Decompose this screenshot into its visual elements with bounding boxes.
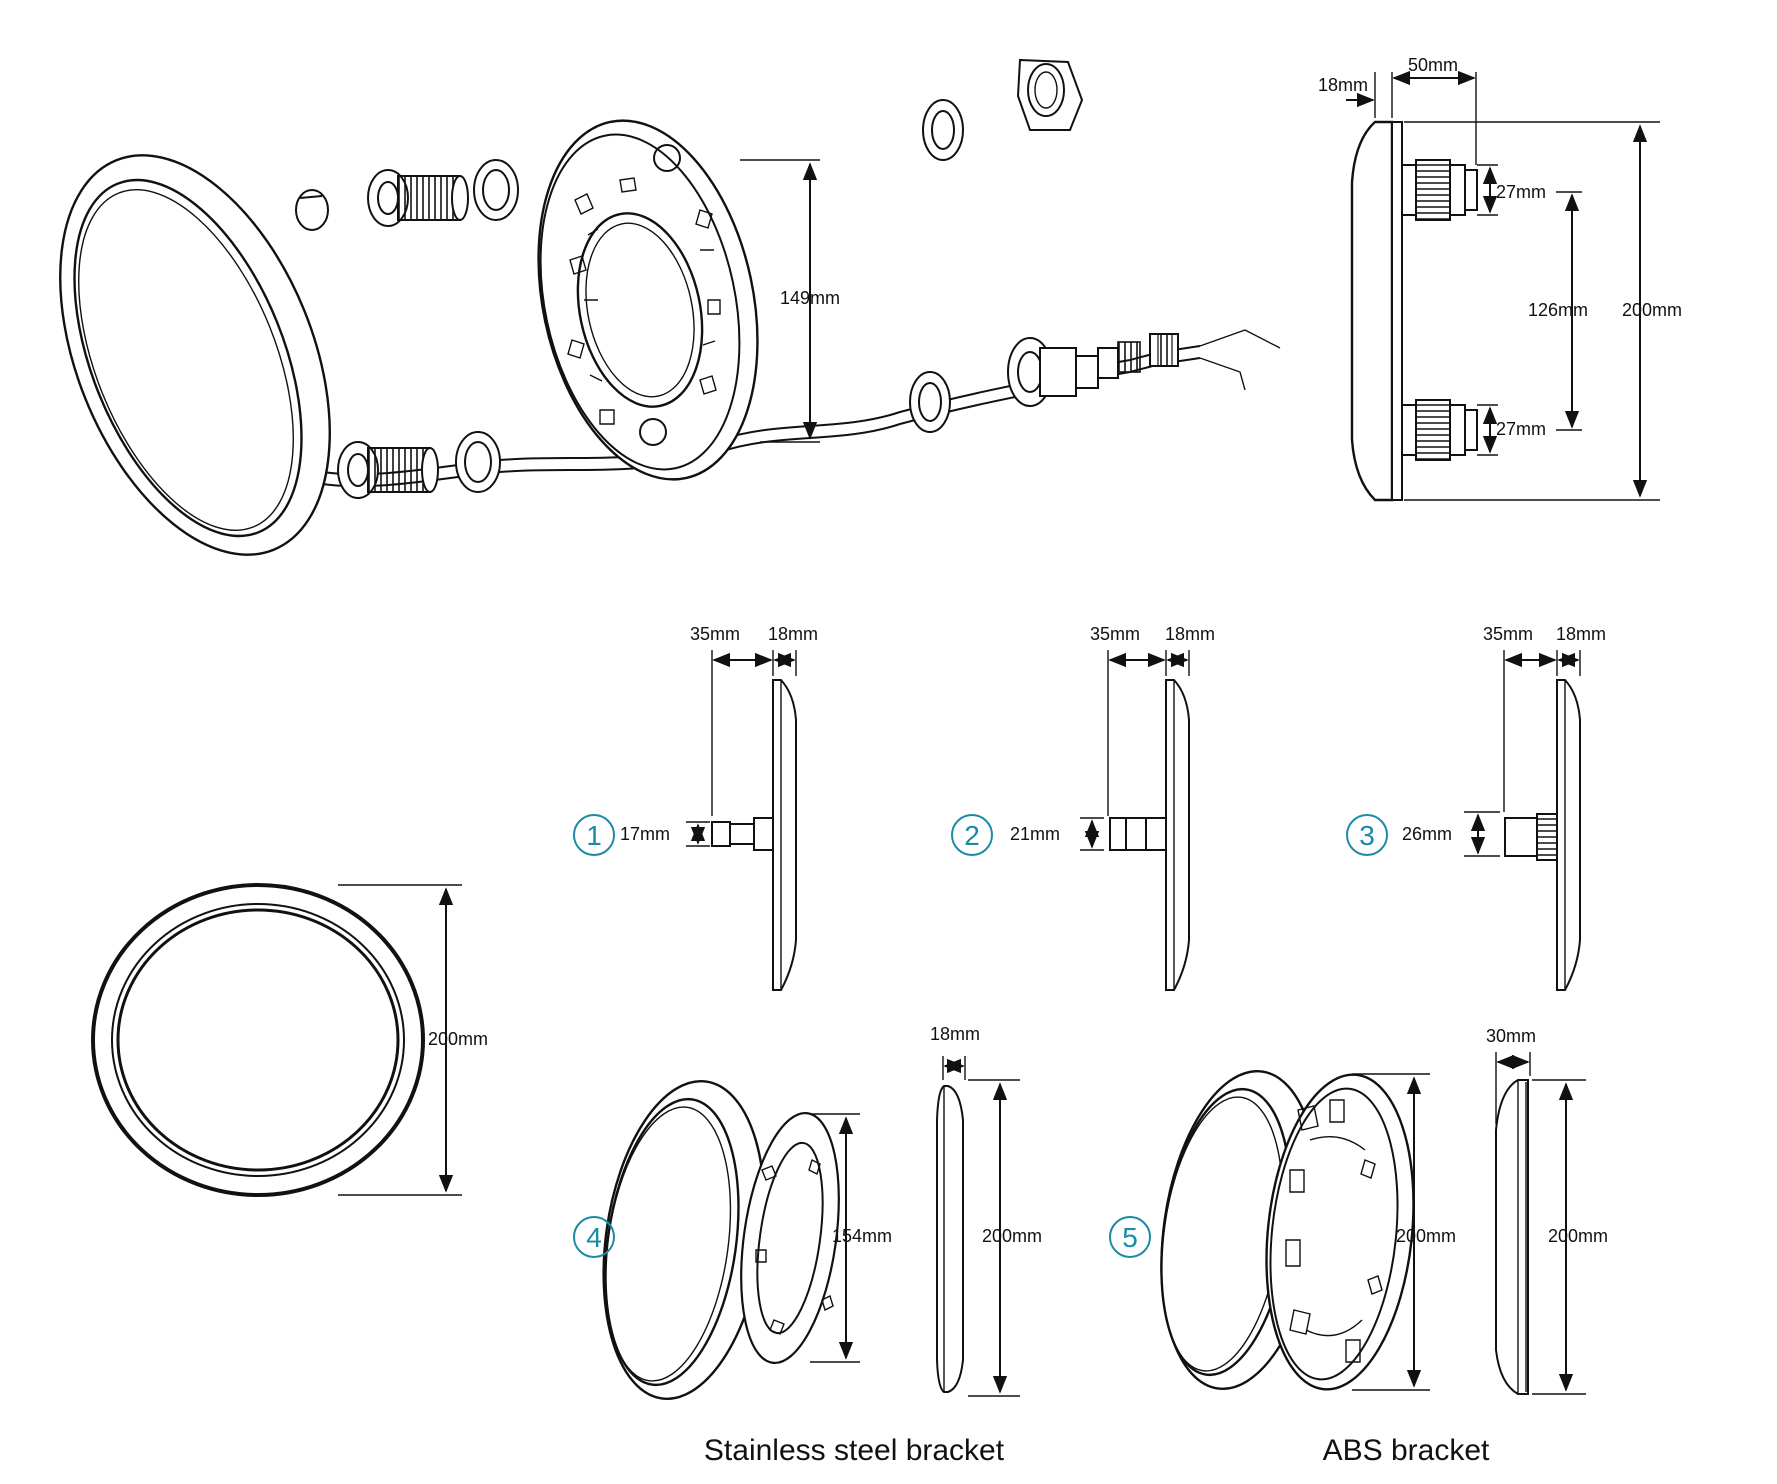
bracket4-number-circle: [573, 1216, 615, 1258]
variant-2: 35mm 18mm 21mm 2: [951, 624, 1215, 991]
v2-face-label: 18mm: [1165, 624, 1215, 644]
v1-face-label: 18mm: [768, 624, 818, 644]
bracket5-thickness-label: 30mm: [1486, 1026, 1536, 1046]
abs-bracket-body: [1265, 1073, 1415, 1391]
front-view: 200mm: [91, 883, 488, 1197]
bracket5-size-label: 200mm: [1396, 1226, 1456, 1246]
bracket5-number-circle: [1109, 1216, 1151, 1258]
v2-stem-label: 21mm: [1010, 824, 1060, 844]
top-washer: [922, 99, 964, 161]
stainless-caption: Stainless steel bracket: [704, 1434, 1005, 1467]
side-nut-bottom-label: 27mm: [1496, 419, 1546, 439]
lamp-front: [59, 154, 331, 556]
cable-gland: [1007, 333, 1179, 407]
v1-stem-label: 17mm: [620, 824, 670, 844]
mounting-bracket: [537, 119, 759, 481]
bracket-abs: 200mm 30mm 200mm 5 ABS bracket: [1109, 1026, 1608, 1467]
v1-number: 1: [586, 820, 602, 851]
v3-face-label: 18mm: [1556, 624, 1606, 644]
variant-3: 35mm 18mm 26mm 3: [1346, 624, 1606, 991]
dim-149-label: 149mm: [780, 288, 840, 308]
exploded-view: 149mm: [59, 58, 1281, 556]
stainless-bracket-ring: [740, 1111, 840, 1365]
v1-number-circle: [573, 814, 615, 856]
bracket4-number: 4: [586, 1222, 602, 1253]
small-cap: [295, 189, 329, 231]
lower-washer: [455, 431, 501, 493]
cable-washer: [909, 371, 951, 433]
side-depth-label: 50mm: [1408, 55, 1458, 75]
v1-depth-label: 35mm: [690, 624, 740, 644]
side-height-label: 200mm: [1622, 300, 1682, 320]
v2-number: 2: [964, 820, 980, 851]
side-nut-top-label: 27mm: [1496, 182, 1546, 202]
bracket4-size-label: 154mm: [832, 1226, 892, 1246]
upper-washer: [473, 159, 519, 221]
upper-sleeve: [367, 169, 469, 227]
v2-depth-label: 35mm: [1090, 624, 1140, 644]
v3-number: 3: [1359, 820, 1375, 851]
lower-sleeve: [337, 441, 439, 499]
bracket5-number: 5: [1122, 1222, 1138, 1253]
bracket4-thickness-label: 18mm: [930, 1024, 980, 1044]
v3-stem-label: 26mm: [1402, 824, 1452, 844]
abs-caption: ABS bracket: [1323, 1434, 1490, 1467]
side-spacing-label: 126mm: [1528, 300, 1588, 320]
v2-number-circle: [951, 814, 993, 856]
front-diameter-label: 200mm: [428, 1029, 488, 1049]
variant-1: 35mm 18mm 17mm 1: [573, 624, 818, 991]
bracket4-height-label: 200mm: [982, 1226, 1042, 1246]
side-view: 18mm 50mm 27mm 27mm 126mm 200mm: [1318, 55, 1682, 502]
wire-end: [1199, 329, 1281, 349]
wire-end-2: [1199, 357, 1246, 391]
top-nut: [1016, 58, 1084, 131]
v3-number-circle: [1346, 814, 1388, 856]
dim-149: 149mm: [740, 159, 840, 443]
v3-depth-label: 35mm: [1483, 624, 1533, 644]
bracket5-height-label: 200mm: [1548, 1226, 1608, 1246]
bracket-stainless: 154mm 18mm 200mm 4 Stainless steel brack…: [573, 1024, 1042, 1467]
side-face-label: 18mm: [1318, 75, 1368, 95]
